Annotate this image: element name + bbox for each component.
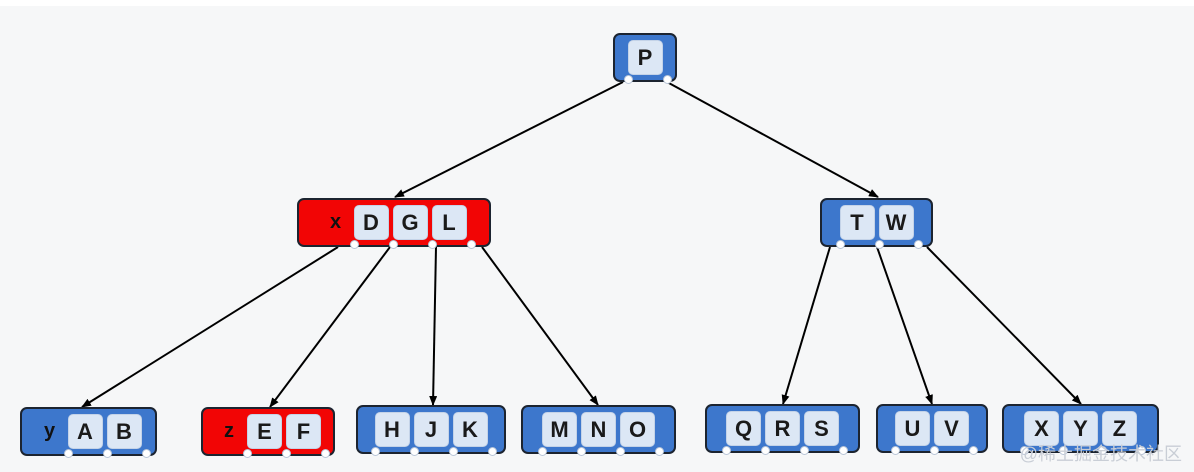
node-key: K [452, 412, 488, 447]
node-extra-key: x [329, 211, 342, 233]
diagram-background [0, 6, 1194, 472]
pointer-dot [722, 446, 731, 455]
pointer-dot [662, 75, 672, 84]
node-key: P [627, 40, 663, 75]
pointer-dot [370, 447, 380, 456]
node-key: H [374, 412, 410, 447]
pointer-dot [487, 447, 497, 456]
node-key: G [392, 205, 428, 240]
node-key: T [839, 205, 875, 240]
node-key: W [878, 205, 914, 240]
node-key: Z [1102, 411, 1137, 446]
node-key: F [286, 414, 321, 449]
pointer-dot [930, 446, 939, 455]
edge-tw-to-xyz [926, 246, 1082, 405]
node-key: M [542, 412, 577, 447]
pointer-dot [282, 449, 291, 458]
pointer-dot [577, 447, 586, 456]
pointer-dot [1098, 446, 1107, 455]
node-key: A [67, 414, 103, 449]
node-key: E [247, 414, 282, 449]
tree-node-p: P [613, 33, 677, 84]
pointer-dot [913, 240, 923, 249]
pointer-dot [349, 240, 359, 249]
node-key: Y [1063, 411, 1098, 446]
edge-xdgl-to-mno [481, 246, 599, 406]
edge-tw-to-qrs [781, 246, 831, 405]
pointer-dot [102, 449, 112, 458]
edge-xdgl-to-hjk [429, 246, 438, 406]
pointer-dot [839, 446, 848, 455]
pointer-dot [616, 447, 625, 456]
pointer-dot [538, 447, 547, 456]
pointer-dot [243, 449, 252, 458]
pointer-dot [1137, 446, 1146, 455]
node-extra-key: z [224, 420, 234, 442]
node-key: S [804, 411, 839, 446]
node-key: U [895, 411, 930, 446]
node-key: V [934, 411, 969, 446]
pointer-dot [409, 447, 419, 456]
pointer-dot [835, 240, 845, 249]
pointer-dot [63, 449, 73, 458]
pointer-dot [969, 446, 978, 455]
node-key: D [353, 205, 389, 240]
edge-xdgl-to-yab [81, 246, 339, 408]
node-key: N [581, 412, 616, 447]
pointer-dot [427, 240, 437, 249]
pointer-dot [388, 240, 398, 249]
node-key: Q [726, 411, 761, 446]
edge-p-to-xdgl [394, 81, 624, 198]
pointer-dot [448, 447, 458, 456]
node-key: R [765, 411, 800, 446]
pointer-dot [1059, 446, 1068, 455]
node-key: B [106, 414, 142, 449]
pointer-dot [891, 446, 900, 455]
pointer-dot [1020, 446, 1029, 455]
pointer-dot [623, 75, 633, 84]
pointer-dot [466, 240, 476, 249]
edge-xdgl-to-zef [269, 246, 391, 408]
node-key: L [431, 205, 467, 240]
node-key: J [413, 412, 449, 447]
pointer-dot [321, 449, 330, 458]
pointer-dot [761, 446, 770, 455]
pointer-dot [800, 446, 809, 455]
pointer-dot [874, 240, 884, 249]
edge-tw-to-uv [876, 246, 933, 405]
pointer-dot [141, 449, 151, 458]
pointer-dot [655, 447, 664, 456]
edge-p-to-tw [666, 81, 879, 198]
node-key: X [1024, 411, 1059, 446]
node-extra-key: y [43, 420, 56, 442]
node-key: O [620, 412, 655, 447]
watermark: @稀土掘金技术社区 [1019, 444, 1182, 464]
